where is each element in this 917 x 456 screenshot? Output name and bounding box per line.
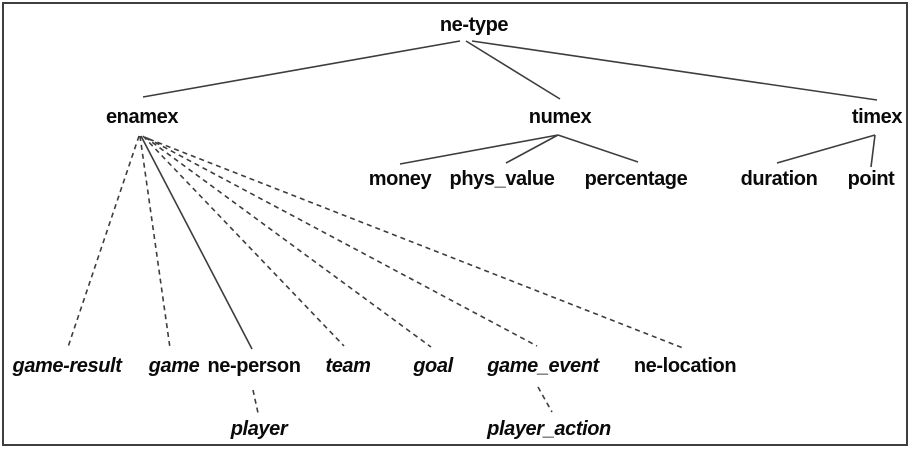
node-game: game bbox=[148, 355, 200, 377]
edge-numex-percentage bbox=[557, 134, 639, 163]
edge-timex-duration bbox=[776, 134, 876, 164]
edge-enamex-nelocation bbox=[148, 138, 684, 349]
node-numex: numex bbox=[528, 106, 592, 128]
node-point: point bbox=[847, 168, 895, 190]
node-game-event: game_event bbox=[487, 355, 599, 377]
edge-neperson-player bbox=[252, 389, 259, 414]
edge-enamex-team bbox=[142, 135, 345, 347]
node-player-action: player_action bbox=[487, 418, 611, 440]
edge-gameevent-playeraction bbox=[537, 386, 553, 413]
edge-numex-money bbox=[399, 134, 559, 165]
node-game-result: game-result bbox=[12, 355, 122, 377]
edge-enamex-gameresult bbox=[67, 135, 140, 348]
node-money: money bbox=[368, 168, 432, 190]
node-ne-type: ne-type bbox=[439, 14, 509, 36]
node-timex: timex bbox=[851, 106, 903, 128]
node-duration: duration bbox=[740, 168, 818, 190]
edge-netype-numex bbox=[465, 40, 561, 100]
node-enamex: enamex bbox=[105, 106, 179, 128]
edge-netype-enamex bbox=[142, 40, 461, 98]
edge-enamex-gameevent bbox=[146, 137, 538, 347]
edge-netype-timex bbox=[471, 40, 878, 101]
edge-timex-point bbox=[870, 134, 876, 168]
node-goal: goal bbox=[413, 355, 453, 377]
edge-numex-physvalue bbox=[505, 134, 559, 164]
figure-border bbox=[2, 2, 908, 446]
node-percentage: percentage bbox=[584, 168, 688, 190]
node-phys-value: phys_value bbox=[449, 168, 555, 190]
node-player: player bbox=[230, 418, 288, 440]
node-ne-person: ne-person bbox=[207, 355, 301, 377]
edge-enamex-neperson bbox=[140, 135, 253, 350]
edge-enamex-game bbox=[139, 135, 171, 349]
node-team: team bbox=[325, 355, 371, 377]
node-ne-location: ne-location bbox=[633, 355, 737, 377]
